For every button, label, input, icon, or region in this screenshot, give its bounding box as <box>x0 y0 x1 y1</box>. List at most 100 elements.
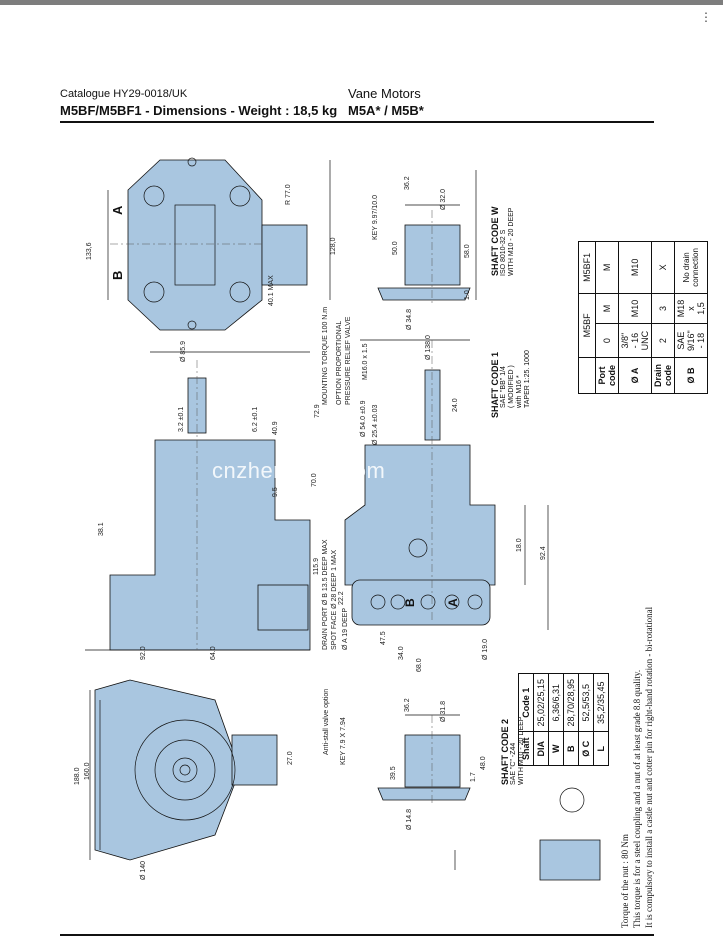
shaft-w-title: SHAFT CODE W <box>490 206 500 277</box>
shaft-2-title: SHAFT CODE 2 <box>500 718 510 785</box>
dim-92-0: 92.0 <box>140 646 147 660</box>
dim-140: Ø 140 <box>140 860 147 880</box>
dim-m16: M16.0 x 1.5 <box>362 343 369 380</box>
callout-port-a: Ø A 19 DEEP <box>342 607 349 650</box>
top-view-valve <box>261 224 308 286</box>
shaft-2-line1: SAE "C" -Z44 <box>510 742 517 785</box>
port-code-table: M5BF M5BF1 Port code 0 M M Ø A 3/8" - 16… <box>578 241 708 394</box>
shaft-table-label: Ø C <box>578 732 594 766</box>
top-scroll-bar <box>0 0 723 5</box>
dim-25-4: Ø 25.4 ±0.03 <box>372 404 379 445</box>
port-table-cell: 3 <box>651 293 675 324</box>
dim-3-2: 3.2 ±0.1 <box>178 406 185 432</box>
dim-6-2: 6.2 ±0.1 <box>252 406 259 432</box>
port-a-label-front: A <box>446 598 460 607</box>
footer-rule <box>60 934 654 936</box>
dim-115-9: 115.9 <box>313 558 320 575</box>
port-table-cell: M <box>595 293 619 324</box>
front-view-shaft <box>424 369 441 441</box>
footnote-note2: It is compulsory to install a castle nut… <box>644 606 654 928</box>
dim-39-5: 39.5 <box>390 766 397 780</box>
callout-key-shaft2: KEY 7.9 X 7.94 <box>340 717 347 765</box>
dim-1-7: 1.7 <box>470 772 477 782</box>
callout-anti-stall: Anti-stall valve option <box>323 688 330 755</box>
dim-9-5: 9.5 <box>272 487 279 497</box>
port-table-head-m5bf1: M5BF1 <box>578 241 596 294</box>
shaft-w-line1: ISO 8010-32 S <box>500 229 507 276</box>
port-table-cell: M10 <box>618 241 652 294</box>
port-a-label-top: A <box>110 205 125 215</box>
shaft-2-detail <box>404 734 461 788</box>
dim-1-0: 1.0 <box>464 290 471 300</box>
catalogue-number: Catalogue HY29-0018/UK <box>60 88 188 100</box>
shaft-1-line2: ( MODIFIED ) <box>508 365 515 408</box>
callout-mounting-torque: MOUNTING TORQUE 100 N.m <box>322 306 329 405</box>
dim-24-0: 24.0 <box>452 398 459 412</box>
shaft-table-cell: 28,70/28,95 <box>563 673 579 732</box>
shaft-w-flange <box>377 287 471 301</box>
dim-68-0: 68.0 <box>416 658 423 672</box>
dim-128-0: 128,0 <box>330 237 337 255</box>
shaft-w-line2: WITH M10 - 20 DEEP <box>508 207 515 276</box>
shaft-table-label: L <box>593 732 609 766</box>
dim-22-2: 22.2 <box>338 591 345 605</box>
shaft-w-detail <box>404 224 461 286</box>
port-table-cell: X <box>651 241 675 294</box>
port-table-cell: SAE 9/16" - 18 <box>674 323 708 358</box>
dim-70-0: 70.0 <box>311 473 318 487</box>
port-table-cell: M10 <box>618 293 652 324</box>
dim-r77: R 77.0 <box>285 184 292 205</box>
model-label: M5A* / M5B* <box>348 103 424 118</box>
port-table-cell: M <box>595 241 619 294</box>
shaft-table-cell: 25,02/25,15 <box>533 673 549 732</box>
callout-key-shaft-w: KEY 9.97/10.0 <box>372 194 379 240</box>
dim-160-0: 160.0 <box>84 762 91 780</box>
shaft-table-cell: 6,36/6,31 <box>548 673 564 732</box>
port-table-head-m5bf: M5BF <box>578 293 596 358</box>
taper-detail <box>539 839 601 881</box>
shaft-table-label: W <box>548 732 564 766</box>
side-view-valve <box>257 584 309 631</box>
dim-47-5: 47.5 <box>380 631 387 645</box>
callout-drain-port-2: SPOT FACE Ø 28 DEEP 1 MAX <box>331 549 338 650</box>
shaft-1-line1: SAE "BB" 1/4 <box>500 366 507 408</box>
dim-27-0: 27.0 <box>287 751 294 765</box>
front-view-body <box>344 444 496 586</box>
bottom-view-valve <box>231 734 278 786</box>
shaft-table-label: B <box>563 732 579 766</box>
dim-40-1: 40.1 MAX <box>268 275 275 306</box>
dim-50-0: 50.0 <box>392 241 399 255</box>
callout-relief-2: PRESSURE RELIEF VALVE <box>345 316 352 405</box>
dim-36-2-b: 36.2 <box>404 698 411 712</box>
dim-48-0: 48.0 <box>480 756 487 770</box>
port-table-cell: 2 <box>651 323 675 358</box>
shaft-1-title: SHAFT CODE 1 <box>490 351 500 418</box>
shaft-table-cell: 35,2/35,45 <box>593 673 609 732</box>
port-table-label: Ø A <box>618 357 652 394</box>
category-label: Vane Motors <box>348 86 421 101</box>
dim-188-0: 188.0 <box>74 767 81 785</box>
shaft-table-label: DIA <box>533 732 549 766</box>
port-b-label-top: B <box>110 270 125 280</box>
dim-32-0: Ø 32.0 <box>440 188 447 210</box>
callout-relief-1: OPTION PROPORTIONAL <box>336 320 343 405</box>
dim-34-0: 34.0 <box>398 646 405 660</box>
shaft-1-line4: TAPER 1:25. 1000 <box>524 350 531 408</box>
dim-64-0: 64.0 <box>210 646 217 660</box>
dim-85-9: Ø 85.9 <box>180 340 187 362</box>
dim-31-8: Ø 31.8 <box>440 700 447 722</box>
dim-14-8: Ø 14.8 <box>406 808 413 830</box>
page-title: M5BF/M5BF1 - Dimensions - Weight : 18,5 … <box>60 103 338 118</box>
shaft-table-head: Code 1 <box>518 673 534 732</box>
menu-kebab-icon[interactable]: ⋮ <box>700 10 712 24</box>
port-table-corner <box>578 357 596 394</box>
port-b-label-front: B <box>403 598 417 607</box>
dim-72-9: 72.9 <box>314 404 321 418</box>
shaft-table-head: Shaft <box>518 732 534 766</box>
dim-34-8: Ø 34.8 <box>406 308 413 330</box>
port-table-cell: No drain connection <box>674 241 708 294</box>
port-table-label: Ø B <box>674 357 708 394</box>
footnote-torque: Torque of the nut : 80 Nm <box>620 834 630 928</box>
